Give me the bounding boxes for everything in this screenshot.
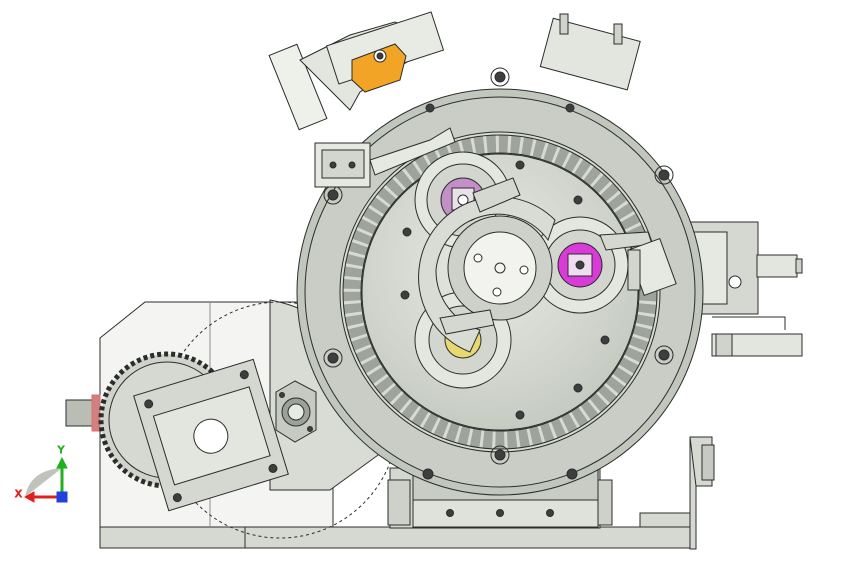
orange-clamp xyxy=(351,43,407,93)
pusher-arms xyxy=(439,177,653,335)
right-stop xyxy=(627,237,677,297)
top-cylinder xyxy=(539,13,641,91)
x-axis-label: X xyxy=(15,489,22,500)
z-axis-marker xyxy=(56,491,68,503)
axis-triad: X Y xyxy=(15,445,68,503)
base-plate xyxy=(99,526,691,549)
y-axis-label: Y xyxy=(57,445,65,456)
right-rail xyxy=(639,512,691,528)
motor-flange xyxy=(133,358,289,512)
bearing-housing xyxy=(275,380,317,443)
outer-bolt-circle xyxy=(323,67,674,480)
station-top xyxy=(414,151,512,249)
centre-hub xyxy=(418,196,556,353)
left-clamp xyxy=(314,127,456,188)
